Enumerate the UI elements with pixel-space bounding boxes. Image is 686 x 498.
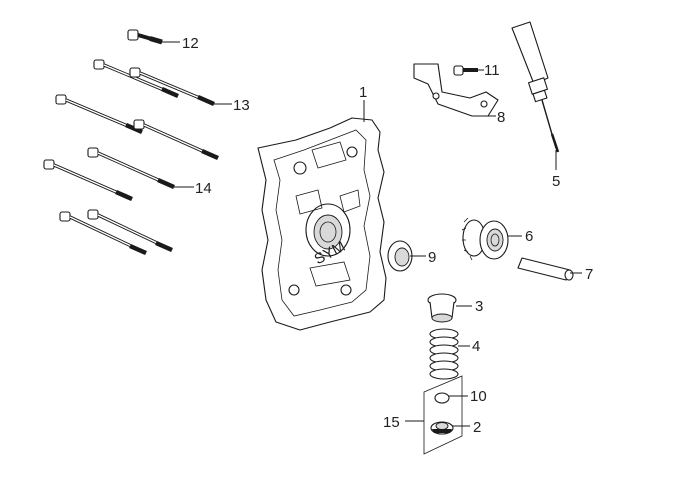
strainer-cap bbox=[427, 293, 457, 323]
bolt-14b bbox=[43, 159, 133, 202]
o-ring bbox=[434, 392, 450, 404]
callout-5: 5 bbox=[552, 173, 560, 190]
callout-10: 10 bbox=[470, 388, 487, 405]
bolt-13c bbox=[55, 94, 143, 135]
spring bbox=[429, 328, 459, 380]
callout-3: 3 bbox=[475, 298, 483, 315]
oil-dipstick bbox=[511, 21, 560, 153]
callout-12: 12 bbox=[182, 35, 199, 52]
callout-15: 15 bbox=[383, 414, 400, 431]
callout-labels: 12 13 14 1 9 11 8 5 6 7 3 4 10 2 15 bbox=[182, 35, 593, 436]
callout-6: 6 bbox=[525, 228, 533, 245]
callout-2: 2 bbox=[473, 419, 481, 436]
oil-seal bbox=[387, 240, 413, 272]
callout-8: 8 bbox=[497, 109, 505, 126]
drain-plug bbox=[430, 421, 454, 435]
gear-shaft bbox=[517, 257, 574, 281]
assembly-box bbox=[423, 375, 463, 455]
callout-7: 7 bbox=[585, 266, 593, 283]
starter-gear bbox=[461, 217, 509, 261]
bolt-14d bbox=[87, 209, 173, 253]
bracket bbox=[413, 63, 499, 117]
bolt-13a bbox=[93, 59, 179, 99]
callout-4: 4 bbox=[472, 338, 480, 355]
callout-1: 1 bbox=[359, 84, 367, 101]
callout-11: 11 bbox=[484, 62, 500, 79]
crankcase-cover: SYM bbox=[257, 117, 387, 331]
leader-lines bbox=[162, 41, 582, 427]
callout-13: 13 bbox=[233, 97, 250, 114]
bracket-bolt bbox=[453, 65, 478, 76]
bolt-13b bbox=[129, 67, 215, 107]
callout-9: 9 bbox=[428, 249, 436, 266]
bolt-14c bbox=[59, 211, 147, 256]
callout-14: 14 bbox=[195, 180, 212, 197]
bolt-14a bbox=[87, 147, 175, 190]
bolt-12 bbox=[127, 29, 163, 45]
bolt-13d bbox=[133, 119, 219, 161]
